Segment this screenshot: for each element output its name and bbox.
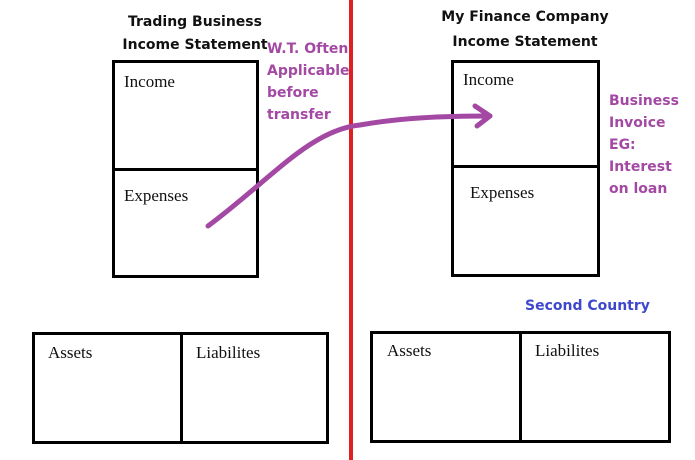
left-liabilities-label: Liabilites [196, 343, 261, 362]
right-income-statement-box [451, 60, 600, 277]
note-line: Invoice [609, 115, 666, 131]
left-income-divider [112, 168, 259, 171]
right-income-label: Income [463, 70, 514, 89]
arrow-shaft [205, 113, 493, 229]
left-title-line1: Trading Business [128, 14, 262, 30]
left-note: W.T. Often Applicable before transfer [267, 38, 350, 126]
left-title: Trading Business Income Statement [110, 11, 280, 57]
right-title-line2: Income Statement [452, 34, 598, 50]
country-divider-line [349, 0, 353, 460]
note-line: W.T. Often [267, 41, 349, 57]
right-income-divider [451, 165, 600, 168]
right-balance-divider [519, 331, 522, 443]
left-balance-divider [180, 332, 183, 444]
right-title: My Finance Company Income Statement [430, 6, 620, 54]
arrow-head [472, 103, 493, 129]
left-income-label: Income [124, 72, 175, 91]
right-title-line1: My Finance Company [441, 9, 609, 25]
left-title-line2: Income Statement [122, 37, 268, 53]
note-line: transfer [267, 107, 331, 123]
right-expenses-label: Expenses [470, 183, 535, 202]
note-line: on loan [609, 181, 668, 197]
second-country-label: Second Country [525, 298, 650, 314]
right-assets-label: Assets [387, 341, 432, 360]
right-liabilities-label: Liabilites [535, 341, 600, 360]
right-note: Business Invoice EG: Interest on loan [609, 90, 679, 200]
left-expenses-label: Expenses [124, 186, 189, 205]
note-line: Interest [609, 159, 672, 175]
note-line: EG: [609, 137, 636, 153]
note-line: before [267, 85, 319, 101]
left-assets-label: Assets [48, 343, 93, 362]
note-line: Applicable [267, 63, 350, 79]
note-line: Business [609, 93, 679, 109]
